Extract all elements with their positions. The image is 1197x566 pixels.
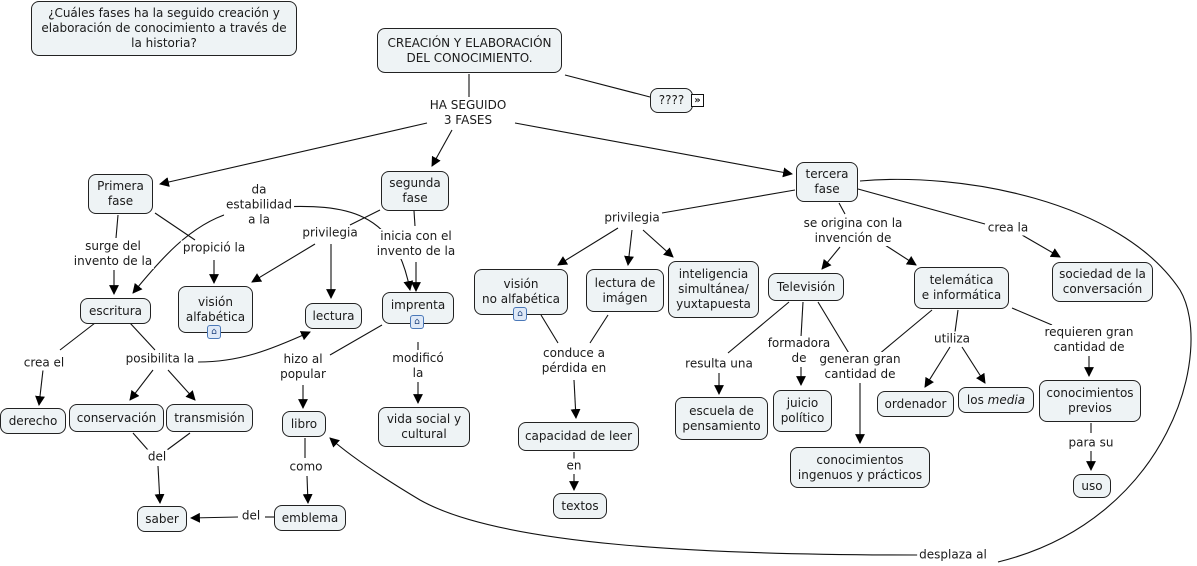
concept-saber[interactable]: saber xyxy=(137,506,187,532)
link-como: como xyxy=(287,459,325,475)
link-ha-seguido: HA SEGUIDO 3 FASES xyxy=(427,98,509,128)
expand-icon[interactable]: » xyxy=(691,94,704,107)
link-del-1: del xyxy=(145,449,169,465)
link-desplaza: desplaza al xyxy=(917,547,989,563)
concept-ordenador[interactable]: ordenador xyxy=(877,391,954,417)
link-modifico: modificó la xyxy=(390,351,446,381)
concept-libro[interactable]: libro xyxy=(282,411,326,437)
concept-textos[interactable]: textos xyxy=(553,493,607,519)
link-crea-la: crea la xyxy=(985,220,1031,236)
submap-icon[interactable]: ⌂ xyxy=(207,325,221,339)
link-privilegia-3: privilegia xyxy=(602,210,662,226)
link-crea-el: crea el xyxy=(21,355,67,371)
focus-question[interactable]: ¿Cuáles fases ha la seguido creación y e… xyxy=(31,1,297,56)
concept-transmision[interactable]: transmisión xyxy=(166,404,253,432)
link-hizo-popular: hizo al popular xyxy=(278,352,328,382)
link-conduce: conduce a pérdida en xyxy=(539,346,609,376)
unknown-concept[interactable]: ???? xyxy=(650,88,693,113)
concept-tercera-fase[interactable]: tercera fase xyxy=(796,162,858,202)
los-media-italic: media xyxy=(987,392,1026,407)
concept-lectura[interactable]: lectura xyxy=(305,303,362,329)
submap-icon[interactable]: ⌂ xyxy=(513,307,527,321)
concept-sociedad-conversacion[interactable]: sociedad de la conversación xyxy=(1052,262,1153,302)
link-propicio: propició la xyxy=(180,240,248,256)
concept-conocimientos-ingenuos[interactable]: conocimientos ingenuos y prácticos xyxy=(790,447,930,488)
concept-conocimientos-previos[interactable]: conocimientos previos xyxy=(1039,380,1141,422)
link-da-estabilidad: da estabilidad a la xyxy=(224,182,294,228)
link-en: en xyxy=(564,458,584,474)
los-media-prefix: los xyxy=(966,392,988,407)
concept-lectura-imagen[interactable]: lectura de imágen xyxy=(586,269,664,312)
concept-escritura[interactable]: escritura xyxy=(80,298,151,324)
link-surge-del: surge del invento de la xyxy=(71,239,155,269)
concept-emblema[interactable]: emblema xyxy=(274,505,346,531)
concept-telematica[interactable]: telemática e informática xyxy=(914,267,1009,309)
link-utiliza: utiliza xyxy=(932,331,972,347)
concept-vida-social[interactable]: vida social y cultural xyxy=(378,407,470,447)
link-inicia-con: inicia con el invento de la xyxy=(374,229,458,259)
concept-inteligencia[interactable]: inteligencia simultánea/ yuxtapuesta xyxy=(668,261,759,318)
concept-derecho[interactable]: derecho xyxy=(0,408,66,434)
root-concept[interactable]: CREACIÓN Y ELABORACIÓN DEL CONOCIMIENTO. xyxy=(377,28,562,73)
concept-conservacion[interactable]: conservación xyxy=(69,404,164,432)
link-requieren: requieren gran cantidad de xyxy=(1042,325,1136,355)
concept-juicio-politico[interactable]: juicio político xyxy=(773,390,832,432)
concept-primera-fase[interactable]: Primera fase xyxy=(88,174,153,214)
submap-icon[interactable]: ⌂ xyxy=(410,315,424,329)
concept-television[interactable]: Televisión xyxy=(768,273,844,301)
link-generan: generan gran cantidad de xyxy=(817,352,903,382)
link-para-su: para su xyxy=(1066,435,1116,451)
concept-segunda-fase[interactable]: segunda fase xyxy=(381,171,449,211)
concept-uso[interactable]: uso xyxy=(1073,474,1111,498)
concept-capacidad-leer[interactable]: capacidad de leer xyxy=(518,422,639,451)
link-privilegia-2: privilegia xyxy=(300,225,360,241)
link-posibilita: posibilita la xyxy=(123,351,197,367)
concept-escuela-pensamiento[interactable]: escuela de pensamiento xyxy=(675,397,768,440)
concept-los-media[interactable]: los media xyxy=(958,387,1034,413)
link-resulta-una: resulta una xyxy=(683,356,755,372)
link-del-2: del xyxy=(239,508,263,524)
link-se-origina: se origina con la invención de xyxy=(801,216,905,246)
